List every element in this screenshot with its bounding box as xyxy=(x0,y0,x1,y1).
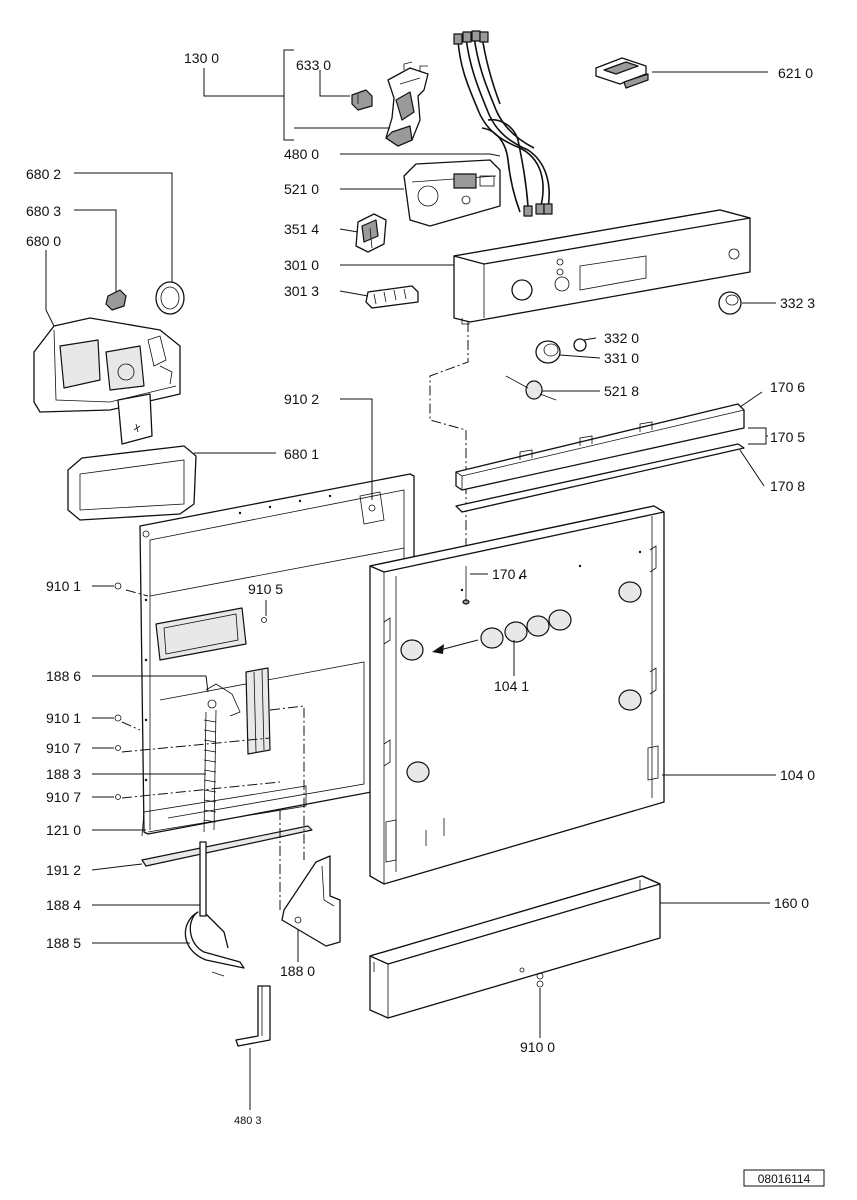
label-170-8: 170 8 xyxy=(770,478,805,494)
label-680-3: 680 3 xyxy=(26,203,61,219)
label-910-1-lower: 910 1 xyxy=(46,710,81,726)
assembly-line-bracket xyxy=(269,705,305,910)
part-170-6 xyxy=(455,403,745,491)
screw-910-7-upper xyxy=(115,745,121,751)
part-188-0 xyxy=(281,855,341,947)
label-332-0: 332 0 xyxy=(604,330,639,346)
part-480-3 xyxy=(235,985,271,1047)
label-332-3: 332 3 xyxy=(780,295,815,311)
part-170-4 xyxy=(462,566,470,605)
part-301-0 xyxy=(453,209,751,325)
part-680-2 xyxy=(155,281,185,315)
leader-lines xyxy=(45,49,776,1110)
label-910-7-lower: 910 7 xyxy=(46,789,81,805)
label-170-5: 170 5 xyxy=(770,429,805,445)
part-191-2 xyxy=(141,825,313,867)
part-301-3 xyxy=(365,285,419,309)
label-188-3: 188 3 xyxy=(46,766,81,782)
part-621-0 xyxy=(595,57,649,89)
label-910-7-upper: 910 7 xyxy=(46,740,81,756)
label-104-0: 104 0 xyxy=(780,767,815,783)
label-130-0: 130 0 xyxy=(184,50,219,66)
label-188-6: 188 6 xyxy=(46,668,81,684)
part-521-8 xyxy=(505,375,557,401)
label-170-6: 170 6 xyxy=(770,379,805,395)
label-910-5: 910 5 xyxy=(248,581,283,597)
screw-910-1-lower xyxy=(114,714,122,722)
label-910-2: 910 2 xyxy=(284,391,319,407)
label-301-0: 301 0 xyxy=(284,257,319,273)
part-332-0 xyxy=(573,338,587,352)
screw-910-7-lower xyxy=(115,794,121,800)
label-621-0: 621 0 xyxy=(778,65,813,81)
part-521-0 xyxy=(403,159,501,227)
assembly-line-panel xyxy=(429,322,469,570)
screw-910-0 xyxy=(536,972,544,988)
label-188-4: 188 4 xyxy=(46,897,81,913)
part-351-4 xyxy=(355,213,387,253)
part-188-3 xyxy=(203,709,217,833)
label-521-0: 521 0 xyxy=(284,181,319,197)
label-521-8: 521 8 xyxy=(604,383,639,399)
label-351-4: 351 4 xyxy=(284,221,319,237)
label-910-0: 910 0 xyxy=(520,1039,555,1055)
label-480-3: 480 3 xyxy=(234,1115,262,1127)
label-188-5: 188 5 xyxy=(46,935,81,951)
label-680-2: 680 2 xyxy=(26,166,61,182)
reference-number: 08016114 xyxy=(758,1172,811,1186)
screw-910-1-upper xyxy=(114,582,122,590)
reference-number-box: 08016114 xyxy=(743,1169,825,1187)
part-480-0 xyxy=(385,61,429,147)
label-680-0: 680 0 xyxy=(26,233,61,249)
label-680-1: 680 1 xyxy=(284,446,319,462)
part-188-6 xyxy=(205,683,241,717)
part-680-0 xyxy=(33,317,181,445)
part-188-5 xyxy=(184,911,245,977)
part-680-1 xyxy=(67,445,197,521)
screw-line-upper xyxy=(121,589,281,799)
part-104-0 xyxy=(369,505,665,885)
label-191-2: 191 2 xyxy=(46,862,81,878)
part-160-0 xyxy=(369,875,661,1019)
part-188-4 xyxy=(199,841,207,917)
part-331-0 xyxy=(535,340,561,364)
label-331-0: 331 0 xyxy=(604,350,639,366)
label-480-0: 480 0 xyxy=(284,146,319,162)
part-680-3 xyxy=(105,289,127,311)
label-104-1: 104 1 xyxy=(494,678,529,694)
label-633-0: 633 0 xyxy=(296,57,331,73)
label-160-0: 160 0 xyxy=(774,895,809,911)
label-170-4: 170 4 xyxy=(492,566,527,582)
wire-harness xyxy=(453,30,553,217)
part-170-8 xyxy=(455,443,745,513)
screw-910-5 xyxy=(261,617,267,623)
label-188-0: 188 0 xyxy=(280,963,315,979)
label-121-0: 121 0 xyxy=(46,822,81,838)
label-910-1-upper: 910 1 xyxy=(46,578,81,594)
label-301-3: 301 3 xyxy=(284,283,319,299)
part-633-0 xyxy=(351,89,373,111)
arrow-104-1 xyxy=(432,639,479,654)
part-332-3 xyxy=(718,291,742,315)
